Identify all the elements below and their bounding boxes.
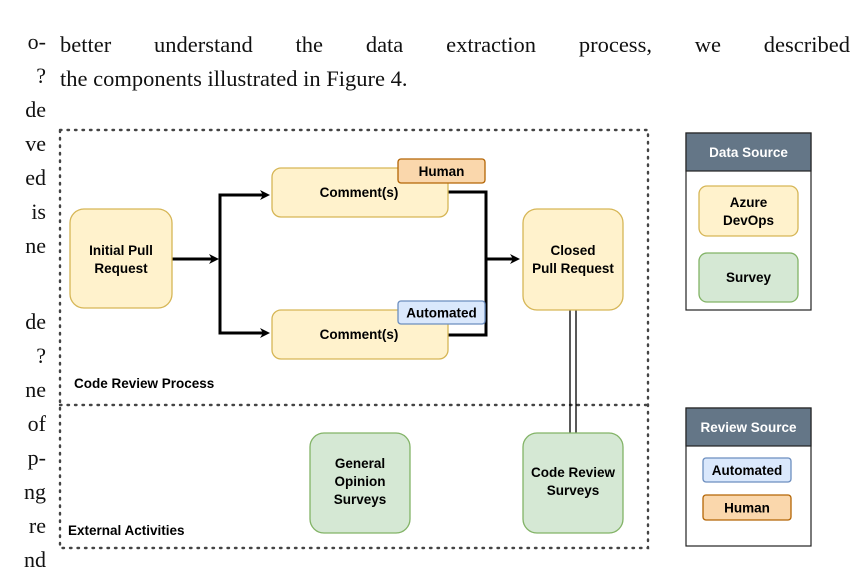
code-review-surveys-label-1: Code Review — [531, 465, 616, 480]
initial-pr-label-1: Initial Pull — [89, 243, 153, 258]
left-fragment: re — [28, 513, 46, 538]
legend-review-source: Review Source Automated Human — [685, 407, 812, 547]
tag-automated-label: Automated — [406, 306, 477, 321]
general-surveys-label-2: Opinion — [335, 474, 386, 489]
legend-data-source: Data Source Azure DevOps Survey — [685, 132, 812, 311]
node-general-opinion-surveys: General Opinion Surveys — [309, 432, 411, 534]
left-fragment: ed — [25, 165, 46, 190]
left-fragment: o- — [27, 29, 46, 54]
legend-survey-label: Survey — [726, 270, 772, 285]
node-closed-pull-request: Closed Pull Request — [522, 208, 624, 311]
left-fragment: ne — [25, 377, 46, 402]
region-label-external-activities: External Activities — [68, 523, 185, 538]
left-fragment: ? — [36, 343, 46, 368]
legend-azure-label-2: DevOps — [723, 213, 774, 228]
flow-connectors — [172, 190, 577, 433]
tag-automated: Automated — [397, 300, 486, 325]
intro-line-1: better understand the data extraction pr… — [60, 32, 850, 57]
initial-pr-label-2: Request — [94, 261, 148, 276]
left-column-text-fragments: o- ? de ve ed is ne de ? ne of p- ng re … — [0, 0, 52, 579]
left-fragment: p- — [27, 445, 46, 470]
legend-swatch-human — [702, 494, 792, 521]
legend-data-source-title: Data Source — [709, 145, 788, 160]
closed-pr-label-1: Closed — [550, 243, 595, 258]
region-outer-border — [58, 128, 650, 550]
legend-automated-label: Automated — [712, 463, 783, 478]
left-fragment: ? — [36, 63, 46, 88]
intro-line-2: the components illustrated in Figure 4. — [60, 66, 408, 91]
left-fragment: ng — [24, 479, 46, 504]
legend-review-source-header — [685, 407, 812, 447]
left-fragment: is — [31, 199, 46, 224]
legend-review-source-title: Review Source — [700, 420, 797, 435]
legend-swatch-azure-devops — [698, 185, 799, 237]
node-initial-pull-request: Initial Pull Request — [69, 208, 173, 309]
tag-human-label: Human — [419, 164, 465, 179]
line-automated-to-merge — [448, 259, 488, 337]
tag-human: Human — [397, 158, 486, 184]
left-fragment: ne — [25, 233, 46, 258]
legend-swatch-automated — [702, 457, 792, 483]
legend-swatch-survey — [698, 252, 799, 303]
left-fragment: de — [25, 309, 46, 334]
line-human-to-merge — [448, 190, 488, 259]
node-code-review-surveys: Code Review Surveys — [522, 432, 624, 534]
intro-paragraph: better understand the data extraction pr… — [60, 28, 850, 96]
legend-data-source-header — [685, 132, 812, 172]
left-fragment: ve — [25, 131, 46, 156]
region-label-code-review-process: Code Review Process — [74, 376, 214, 391]
arrow-to-human-comment — [218, 190, 270, 259]
closed-pr-label-2: Pull Request — [532, 261, 614, 276]
left-fragment: of — [27, 411, 46, 436]
legend-human-label: Human — [724, 501, 770, 516]
legend-azure-label-1: Azure — [730, 195, 768, 210]
arrow-to-automated-comment — [218, 259, 270, 338]
comment-automated-label: Comment(s) — [320, 327, 399, 342]
general-surveys-label-3: Surveys — [334, 492, 387, 507]
general-surveys-label-1: General — [335, 456, 385, 471]
code-review-surveys-label-2: Surveys — [547, 483, 600, 498]
comment-human-label: Comment(s) — [320, 185, 399, 200]
left-fragment: nd — [24, 547, 46, 572]
left-fragment: de — [25, 97, 46, 122]
